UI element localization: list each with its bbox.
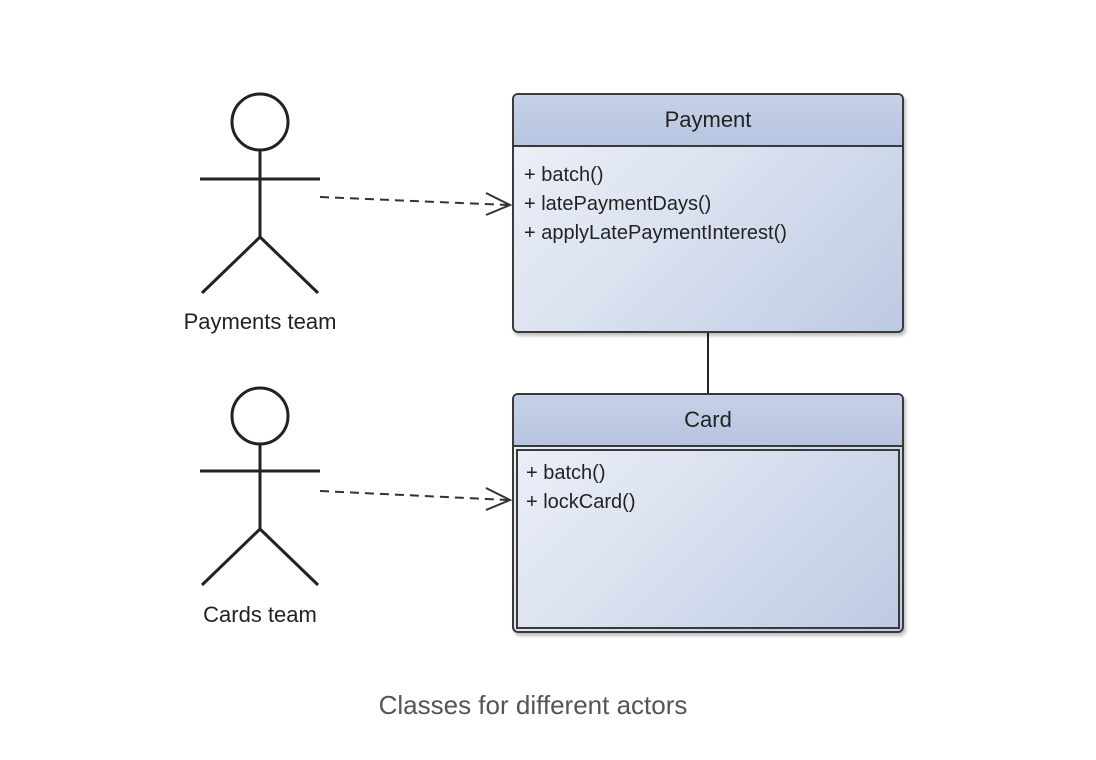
figure-caption: Classes for different actors xyxy=(378,690,688,720)
actor-head xyxy=(230,386,290,446)
operation: + applyLatePaymentInterest() xyxy=(524,222,787,244)
class-body-double-border: + batch() + lockCard() xyxy=(516,449,900,629)
class-payment: Payment + batch() + latePaymentDays() + … xyxy=(512,93,904,333)
operations-list: + batch() + lockCard() xyxy=(518,451,898,517)
dependency-arrow-payments xyxy=(319,192,513,216)
actor-label-cards-team: Cards team xyxy=(203,602,317,627)
actor-head xyxy=(230,92,290,152)
actor-right-leg xyxy=(258,527,320,587)
operation: + batch() xyxy=(524,164,604,186)
operation: + latePaymentDays() xyxy=(524,193,712,215)
operations-list: + batch() + latePaymentDays() + applyLat… xyxy=(514,147,902,248)
class-card: Card + batch() + lockCard() xyxy=(512,393,904,633)
dependency-arrow-cards xyxy=(319,487,513,511)
operation: + batch() xyxy=(526,462,606,484)
operation: + lockCard() xyxy=(526,491,636,513)
actor-cards-team-figure xyxy=(200,386,320,587)
class-name: Card xyxy=(514,395,902,447)
class-name: Payment xyxy=(514,95,902,147)
actor-left-leg xyxy=(200,527,262,587)
actor-left-leg xyxy=(200,235,262,295)
actor-payments-team-figure xyxy=(200,92,320,295)
actor-label-payments-team: Payments team xyxy=(183,309,337,334)
actor-right-leg xyxy=(258,235,320,295)
